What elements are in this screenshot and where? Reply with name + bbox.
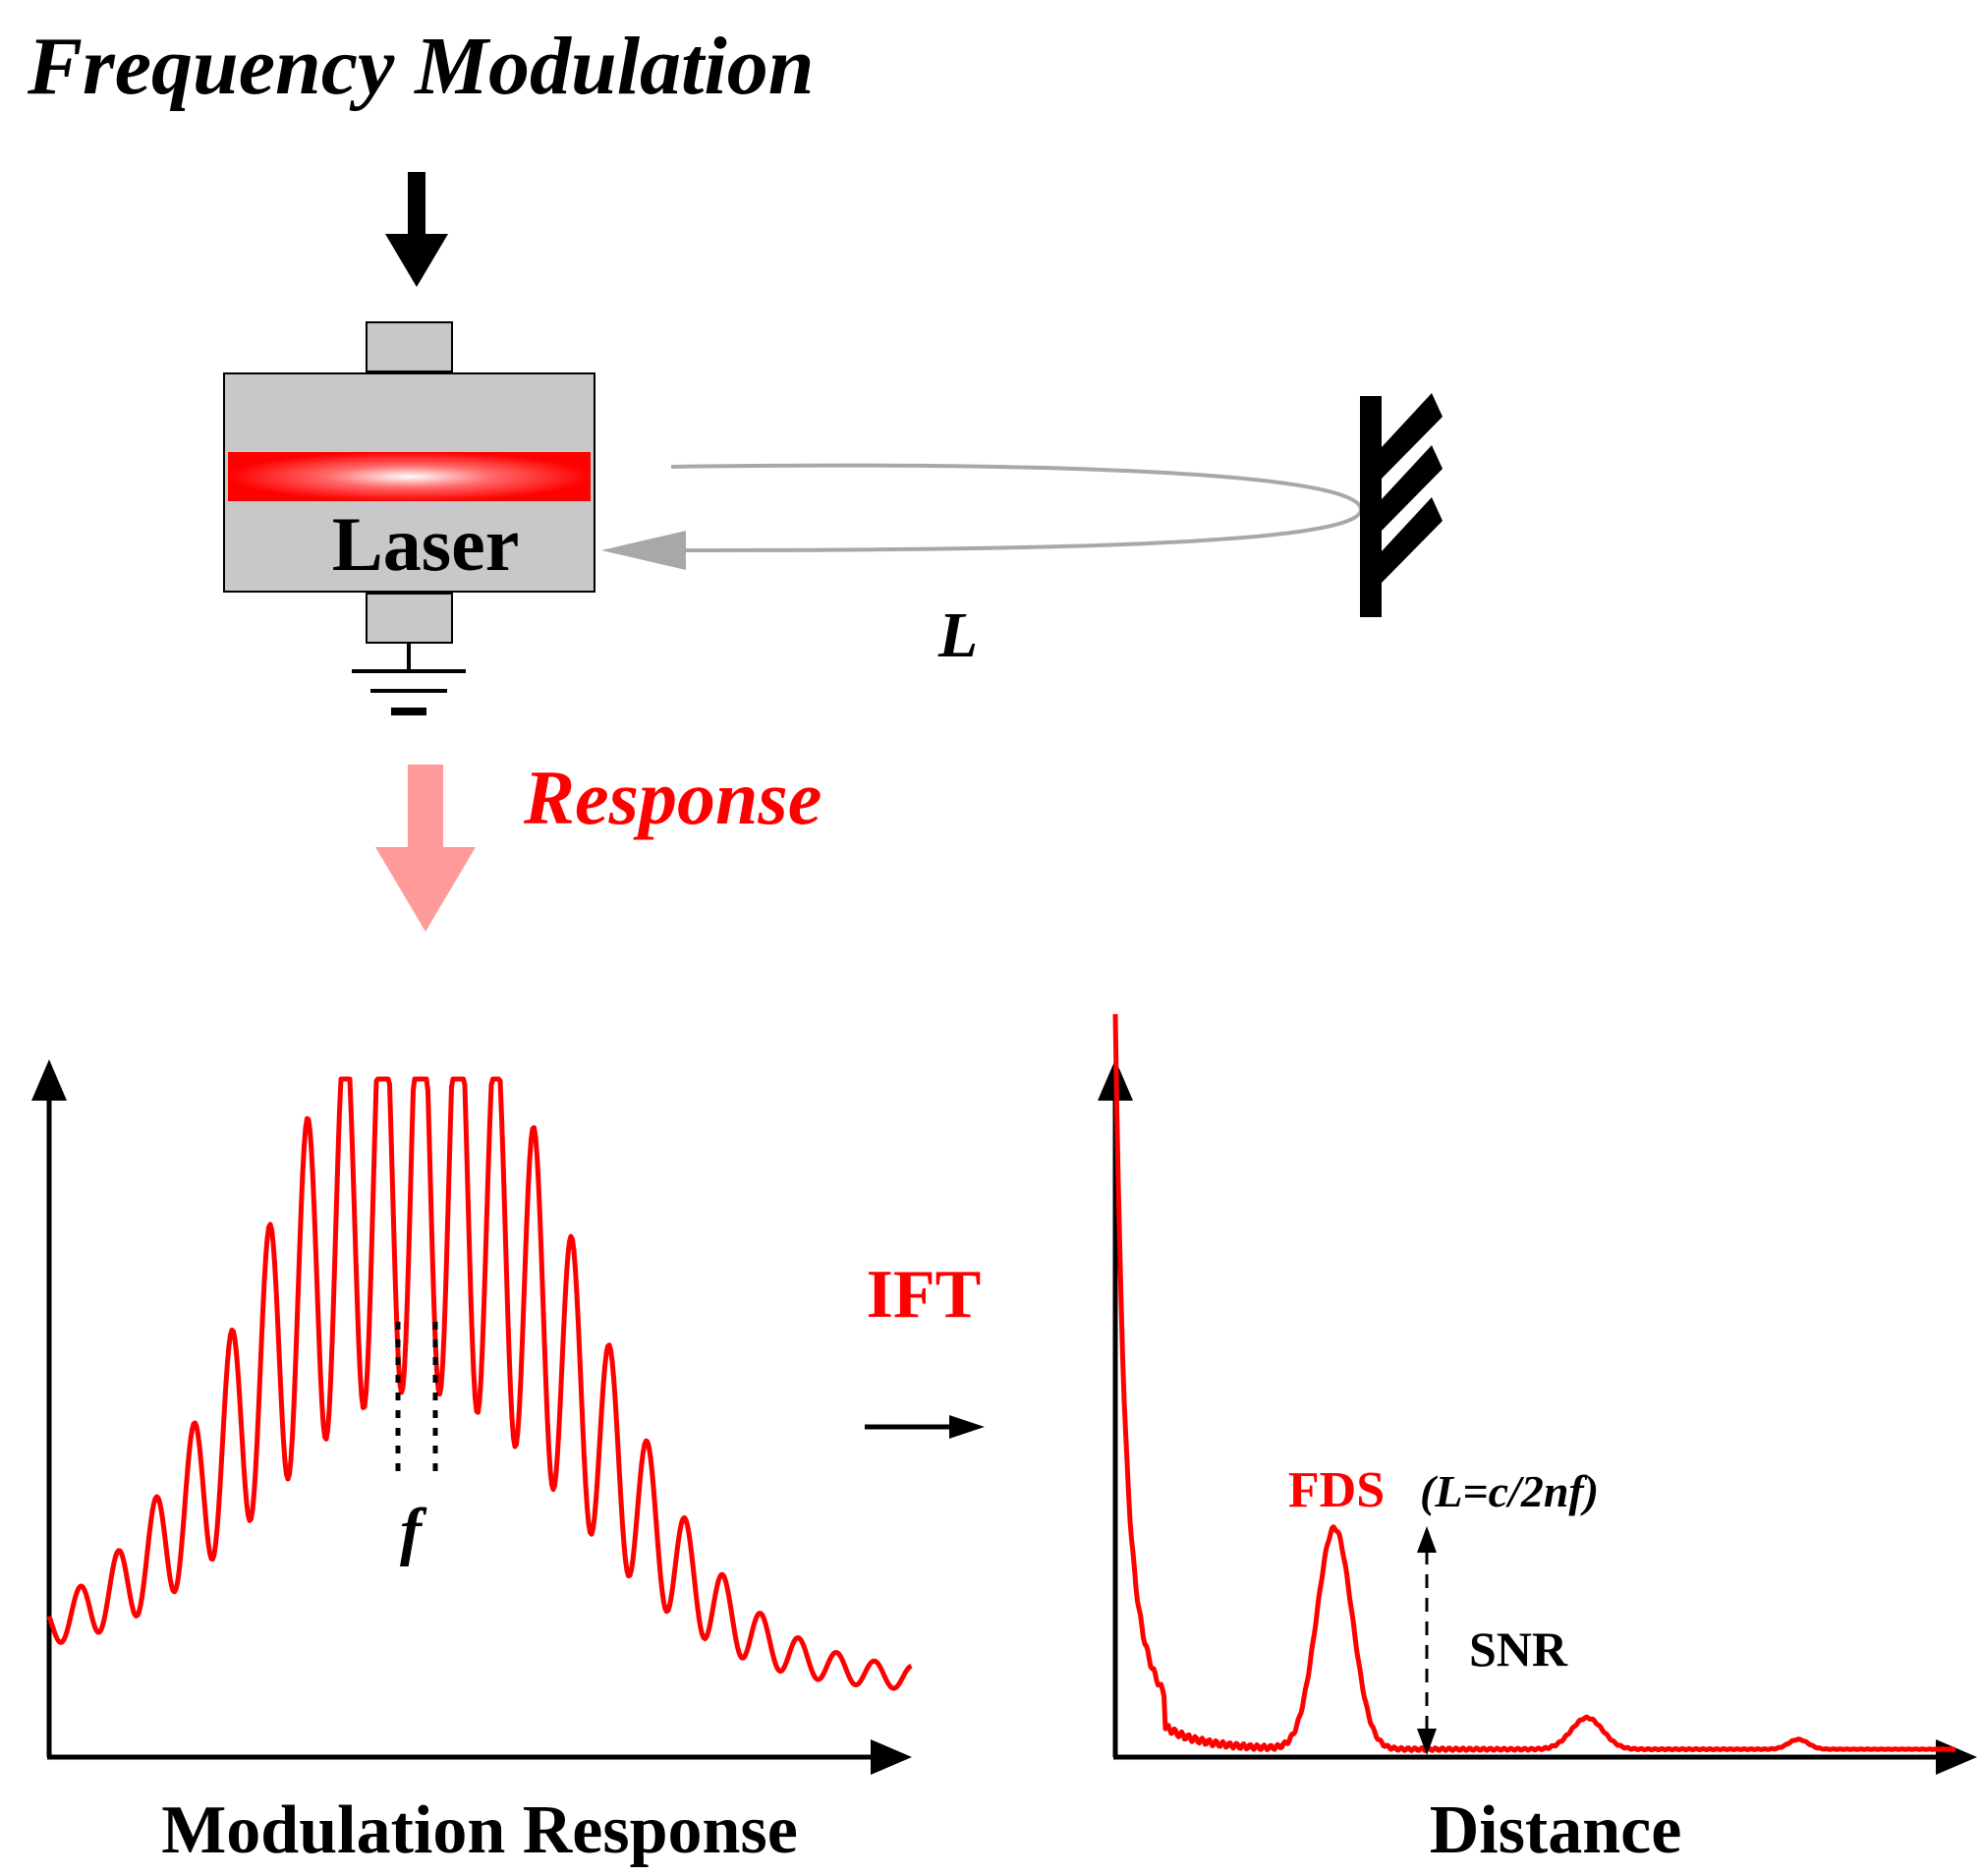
ground-icon — [352, 643, 466, 715]
mirror-icon — [1360, 393, 1443, 617]
title: Frequency Modulation — [27, 21, 814, 112]
arrow-right-icon — [865, 1415, 985, 1439]
distance-spectrum-curve — [1112, 1013, 1956, 1753]
y-axis-arrow-icon — [31, 1059, 67, 1101]
arrow-left-icon — [601, 531, 686, 570]
snr-indicator — [1417, 1526, 1437, 1755]
distance-plot: FDS (L=c/2nf) SNR Distance — [1098, 1013, 1977, 1868]
ift-label: IFT — [867, 1257, 982, 1333]
response-label: Response — [523, 755, 821, 840]
spacing-symbol: f — [400, 1496, 427, 1567]
left-axis-label: Modulation Response — [161, 1792, 798, 1868]
x-axis-arrow-icon — [1936, 1739, 1977, 1775]
laser-beam-stripe — [228, 452, 591, 501]
laser-label: Laser — [332, 501, 520, 587]
peak-formula: (L=c/2nf) — [1420, 1466, 1599, 1516]
laser-device: Laser — [223, 321, 595, 644]
x-axis-arrow-icon — [871, 1739, 912, 1775]
arrow-down-icon — [385, 172, 448, 287]
distance-symbol: L — [937, 599, 978, 671]
beam-path — [601, 463, 1364, 570]
modulation-response-curve — [46, 1076, 913, 1691]
right-axis-label: Distance — [1430, 1792, 1682, 1868]
spacing-markers — [395, 1322, 438, 1474]
response-arrow-icon — [375, 765, 476, 932]
modulation-response-plot: f Modulation Response — [31, 1059, 913, 1868]
snr-label: SNR — [1469, 1621, 1568, 1677]
peak-label: FDS — [1288, 1462, 1385, 1518]
